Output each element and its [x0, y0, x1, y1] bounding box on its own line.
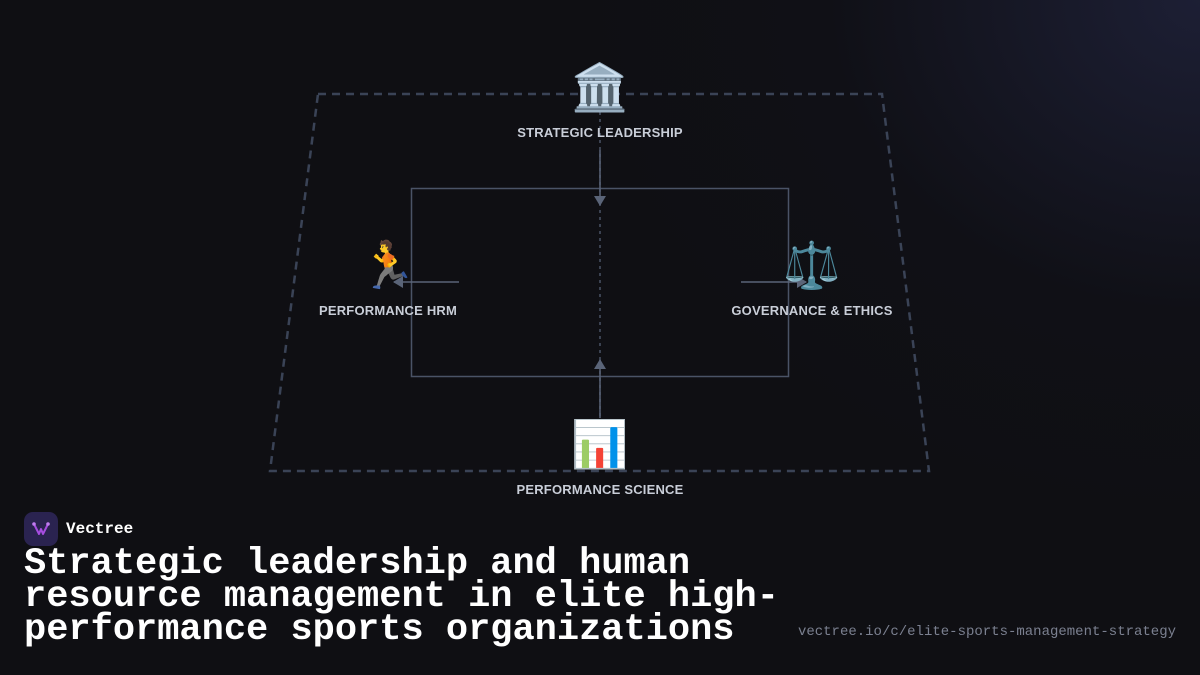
node-label-performance-science: PERFORMANCE SCIENCE [516, 482, 684, 497]
balance-scale-icon: ⚖️ [783, 238, 841, 292]
vectree-logo-icon [24, 512, 58, 546]
node-label-strategic-leadership: STRATEGIC LEADERSHIP [517, 125, 683, 140]
dashed-frame [268, 92, 931, 473]
classical-building-icon: 🏛️ [571, 60, 629, 114]
node-label-performance-hrm: PERFORMANCE HRM [318, 303, 458, 318]
page-title: Strategic leadership and human resource … [24, 543, 779, 651]
node-label-governance-ethics: GOVERNANCE & ETHICS [731, 303, 893, 318]
brand-name: Vectree [66, 520, 134, 538]
runner-icon: 🏃 [359, 238, 417, 292]
brand: Vectree [24, 512, 133, 546]
source-url[interactable]: vectree.io/c/elite-sports-management-str… [797, 624, 1176, 640]
bar-chart-icon: 📊 [571, 417, 629, 471]
